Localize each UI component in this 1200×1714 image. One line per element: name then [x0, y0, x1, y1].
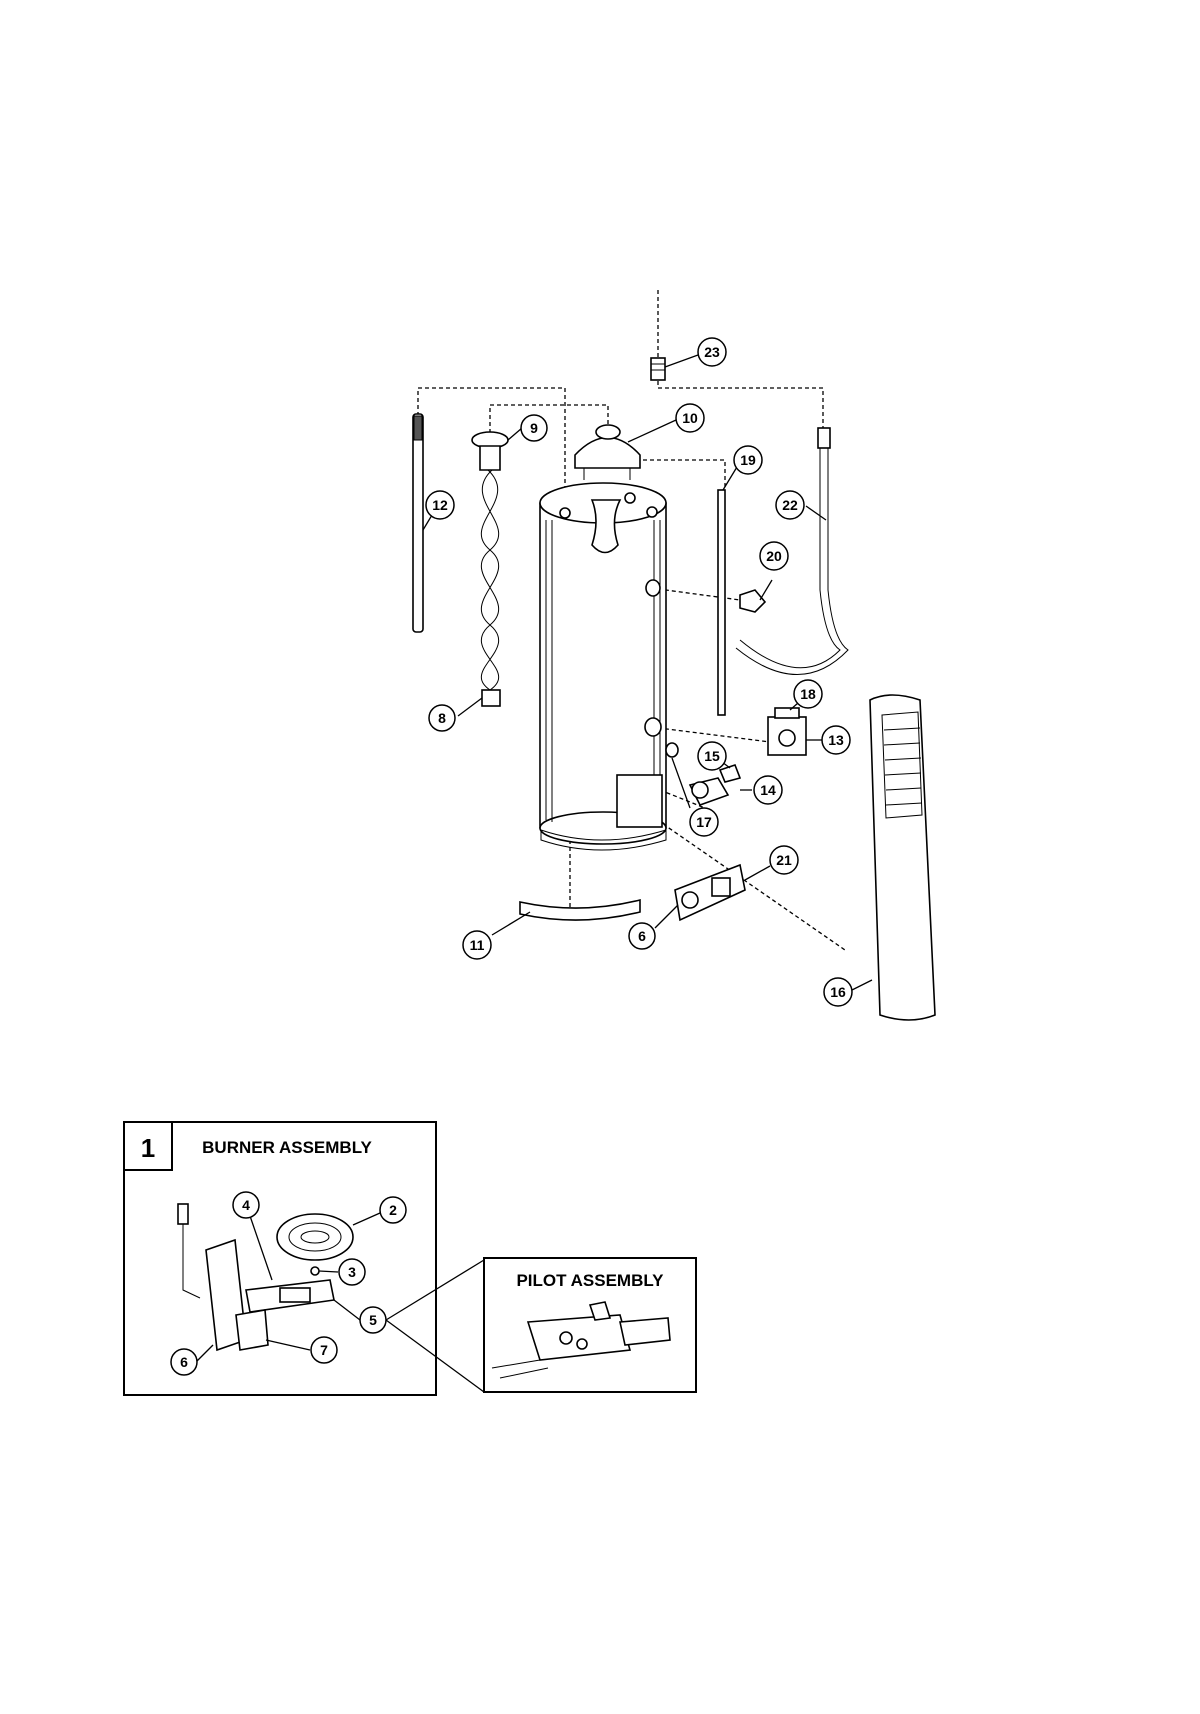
callout-13: 13: [821, 725, 851, 755]
burner-callout-6: 6: [170, 1348, 198, 1376]
tank-strap: [519, 898, 641, 921]
svg-text:18: 18: [800, 686, 816, 702]
anode-rod: [412, 413, 424, 633]
svg-text:9: 9: [530, 420, 538, 436]
flue-hood: [574, 424, 641, 480]
callout-22: 22: [775, 490, 805, 520]
svg-text:19: 19: [740, 452, 756, 468]
callout-10: 10: [675, 403, 705, 433]
callout-21: 21: [769, 845, 799, 875]
pilot-drawing: [491, 1301, 671, 1379]
svg-text:17: 17: [696, 814, 712, 830]
water-heater-tank: [539, 482, 679, 851]
nipple-fitting: [650, 357, 666, 381]
svg-text:6: 6: [638, 928, 646, 944]
svg-text:4: 4: [242, 1197, 250, 1213]
callout-16: 16: [823, 977, 853, 1007]
callout-20: 20: [759, 541, 789, 571]
svg-text:10: 10: [682, 410, 698, 426]
callout-15: 15: [697, 741, 727, 771]
callout-17: 17: [689, 807, 719, 837]
relief-valve: [739, 589, 767, 613]
callout-18: 18: [793, 679, 823, 709]
burner-callout-7: 7: [310, 1336, 338, 1364]
drain-valve: [688, 763, 742, 806]
dip-tube: [717, 489, 726, 716]
pilot-assembly-title: PILOT ASSEMBLY: [516, 1271, 664, 1290]
callout-12: 12: [425, 490, 455, 520]
callout-6: 6: [628, 922, 656, 950]
svg-text:7: 7: [320, 1342, 328, 1358]
inner-door: [674, 863, 746, 922]
svg-text:21: 21: [776, 852, 792, 868]
svg-text:12: 12: [432, 497, 448, 513]
callout-11: 11: [462, 930, 492, 960]
callout-8: 8: [428, 704, 456, 732]
burner-drawing: [177, 1203, 354, 1352]
svg-text:13: 13: [828, 732, 844, 748]
svg-text:3: 3: [348, 1264, 356, 1280]
callout-14: 14: [753, 775, 783, 805]
burner-callout-3: 3: [338, 1258, 366, 1286]
svg-text:5: 5: [369, 1312, 377, 1328]
svg-text:15: 15: [704, 748, 720, 764]
svg-text:14: 14: [760, 782, 776, 798]
outer-door: [869, 694, 936, 1021]
pilot-assembly-inset: PILOT ASSEMBLY: [385, 1257, 697, 1393]
svg-text:23: 23: [704, 344, 720, 360]
burner-callout-4: 4: [232, 1191, 260, 1219]
burner-assembly-inset: 1 BURNER ASSEMBLY 4 2: [123, 1121, 437, 1396]
svg-text:20: 20: [766, 548, 782, 564]
flue-baffle: [471, 431, 509, 707]
svg-text:22: 22: [782, 497, 798, 513]
svg-text:6: 6: [180, 1354, 188, 1370]
svg-text:2: 2: [389, 1202, 397, 1218]
flex-line: [735, 427, 849, 675]
callout-9: 9: [520, 414, 548, 442]
gas-control-valve: [767, 707, 807, 756]
burner-assembly-title: BURNER ASSEMBLY: [202, 1138, 372, 1157]
burner-callout-2: 2: [379, 1196, 407, 1224]
inset-number: 1: [141, 1133, 155, 1163]
burner-callout-5: 5: [359, 1306, 387, 1334]
callout-23: 23: [697, 337, 727, 367]
svg-text:8: 8: [438, 710, 446, 726]
svg-text:16: 16: [830, 984, 846, 1000]
callout-19: 19: [733, 445, 763, 475]
svg-text:11: 11: [470, 937, 485, 953]
